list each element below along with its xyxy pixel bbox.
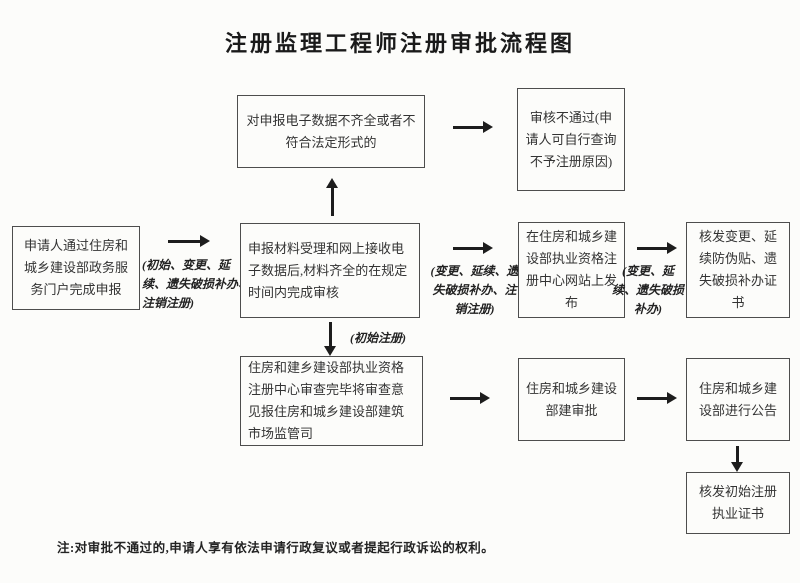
arrow-head bbox=[483, 121, 493, 133]
arrow-head bbox=[483, 242, 493, 254]
arrow-right-icon bbox=[637, 242, 677, 254]
arrow-right-icon bbox=[168, 235, 210, 247]
arrow-shaft bbox=[453, 126, 485, 129]
arrow-head bbox=[667, 392, 677, 404]
box-electronic-data-incomplete: 对申报电子数据不齐全或者不符合法定形式的 bbox=[237, 95, 425, 168]
footnote: 注:对审批不通过的,申请人享有依法申请行政复议或者提起行政诉讼的权利。 bbox=[57, 541, 495, 555]
arrow-head bbox=[731, 462, 743, 472]
box-publish-on-website: 在住房和城乡建设部执业资格注册中心网站上发布 bbox=[518, 222, 625, 318]
arrow-down-icon bbox=[731, 446, 743, 472]
arrow-head bbox=[480, 392, 490, 404]
arrow-shaft bbox=[331, 186, 334, 216]
box-applicant-declare: 申请人通过住房和城乡建设部政务服务门户完成申报 bbox=[12, 226, 140, 310]
arrow-head bbox=[326, 178, 338, 188]
arrow-head bbox=[200, 235, 210, 247]
arrow-label-declare-types: (初始、变更、延续、遗失破损补办、注销注册) bbox=[142, 258, 251, 310]
box-review-not-passed: 审核不通过(申请人可自行查询不予注册原因) bbox=[517, 88, 625, 191]
arrow-shaft bbox=[329, 322, 332, 348]
arrow-shaft bbox=[637, 397, 669, 400]
arrow-right-icon bbox=[637, 392, 677, 404]
arrow-shaft bbox=[453, 247, 485, 250]
arrow-label-initial-registration: (初始注册) bbox=[350, 331, 406, 345]
arrow-label-issue-types: (变更、延续、遗失破损补办) bbox=[611, 264, 684, 316]
page-title: 注册监理工程师注册审批流程图 bbox=[224, 31, 575, 56]
arrow-shaft bbox=[637, 247, 669, 250]
arrow-shaft bbox=[736, 446, 739, 464]
arrow-up-icon bbox=[326, 178, 338, 216]
box-material-accept-review: 申报材料受理和网上接收电子数据后,材料齐全的在规定时间内完成审核 bbox=[240, 223, 420, 318]
arrow-right-icon bbox=[453, 121, 493, 133]
box-issue-initial-certificate: 核发初始注册执业证书 bbox=[686, 472, 790, 534]
arrow-head bbox=[324, 346, 336, 356]
arrow-shaft bbox=[450, 397, 482, 400]
box-issue-change-certificates: 核发变更、延续防伪贴、遗失破损补办证书 bbox=[686, 222, 790, 318]
box-ministry-announce: 住房和城乡建设部进行公告 bbox=[686, 358, 790, 441]
arrow-right-icon bbox=[450, 392, 490, 404]
box-ministry-approve: 住房和城乡建设部建审批 bbox=[518, 358, 625, 441]
box-center-review-report: 住房和建乡建设部执业资格注册中心审查完毕将审查意见报住房和城乡建设部建筑市场监管… bbox=[240, 356, 423, 446]
arrow-head bbox=[667, 242, 677, 254]
arrow-label-publish-types: (变更、延续、遗失破损补办、注销注册) bbox=[430, 264, 519, 316]
arrow-shaft bbox=[168, 240, 202, 243]
arrow-down-icon bbox=[324, 322, 336, 356]
arrow-right-icon bbox=[453, 242, 493, 254]
